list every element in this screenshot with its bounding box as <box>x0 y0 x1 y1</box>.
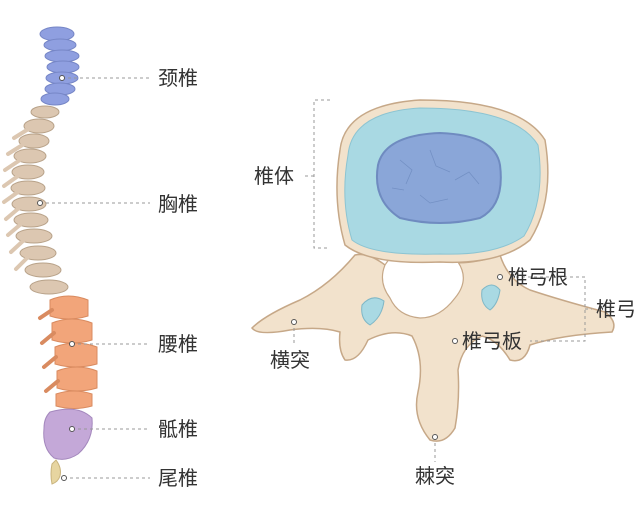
thoracic-processes <box>2 126 32 271</box>
cervical-vertebrae <box>39 26 80 106</box>
label-cervical: 颈椎 <box>158 66 198 90</box>
label-thoracic: 胸椎 <box>158 192 198 216</box>
arch-bracket <box>510 276 586 342</box>
coccyx <box>50 459 61 485</box>
vertebra-illustration <box>251 99 615 442</box>
right-facet <box>481 284 501 311</box>
thoracic-vertebrae <box>10 105 69 295</box>
label-sacral: 骶椎 <box>158 417 198 441</box>
label-lamina: 椎弓板 <box>462 329 522 353</box>
label-pedicle: 椎弓根 <box>508 265 568 289</box>
label-coccyx: 尾椎 <box>158 466 198 490</box>
label-lumbar: 腰椎 <box>158 332 198 356</box>
vertebra-leader-dots <box>291 274 503 440</box>
spine-leader-dots <box>37 75 75 481</box>
nucleus <box>376 131 502 224</box>
label-spinous-process: 棘突 <box>415 464 455 488</box>
label-transverse-process: 横突 <box>270 348 310 372</box>
label-vertebral-body: 椎体 <box>254 164 294 188</box>
spine-leaders <box>40 77 150 479</box>
spine-illustration <box>2 26 98 485</box>
sacrum <box>43 408 93 460</box>
lumbar-vertebrae <box>38 295 98 409</box>
left-facet <box>361 297 385 326</box>
body-bracket <box>313 99 330 249</box>
vertebra-leaders <box>293 322 436 462</box>
label-vertebral-arch: 椎弓 <box>596 299 636 319</box>
nucleus-texture <box>391 149 480 204</box>
